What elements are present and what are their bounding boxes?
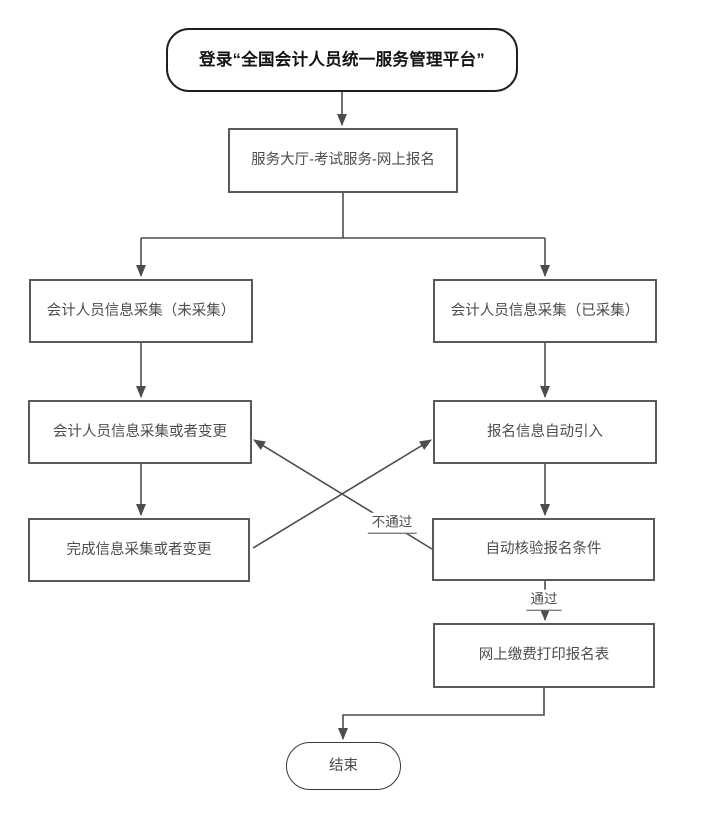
node-pay-print-form: 网上缴费打印报名表: [433, 623, 655, 688]
node-login-platform: 登录“全国会计人员统一服务管理平台”: [166, 28, 518, 92]
edge-pay-to-end: [338, 688, 545, 740]
node-auto-import: 报名信息自动引入: [433, 400, 657, 464]
node-auto-verify: 自动核验报名条件: [432, 518, 655, 581]
node-end: 结束: [286, 742, 401, 790]
node-collect-or-change: 会计人员信息采集或者变更: [28, 400, 252, 464]
node-info-collect-collected: 会计人员信息采集（已采集）: [433, 279, 657, 343]
node-finish-collect-or-change: 完成信息采集或者变更: [28, 518, 250, 582]
edge-label-pass: 通过: [526, 589, 562, 611]
node-info-collect-not-collected: 会计人员信息采集（未采集）: [29, 279, 253, 343]
node-service-hall: 服务大厅-考试服务-网上报名: [228, 128, 458, 193]
edge-label-fail: 不通过: [367, 512, 417, 534]
